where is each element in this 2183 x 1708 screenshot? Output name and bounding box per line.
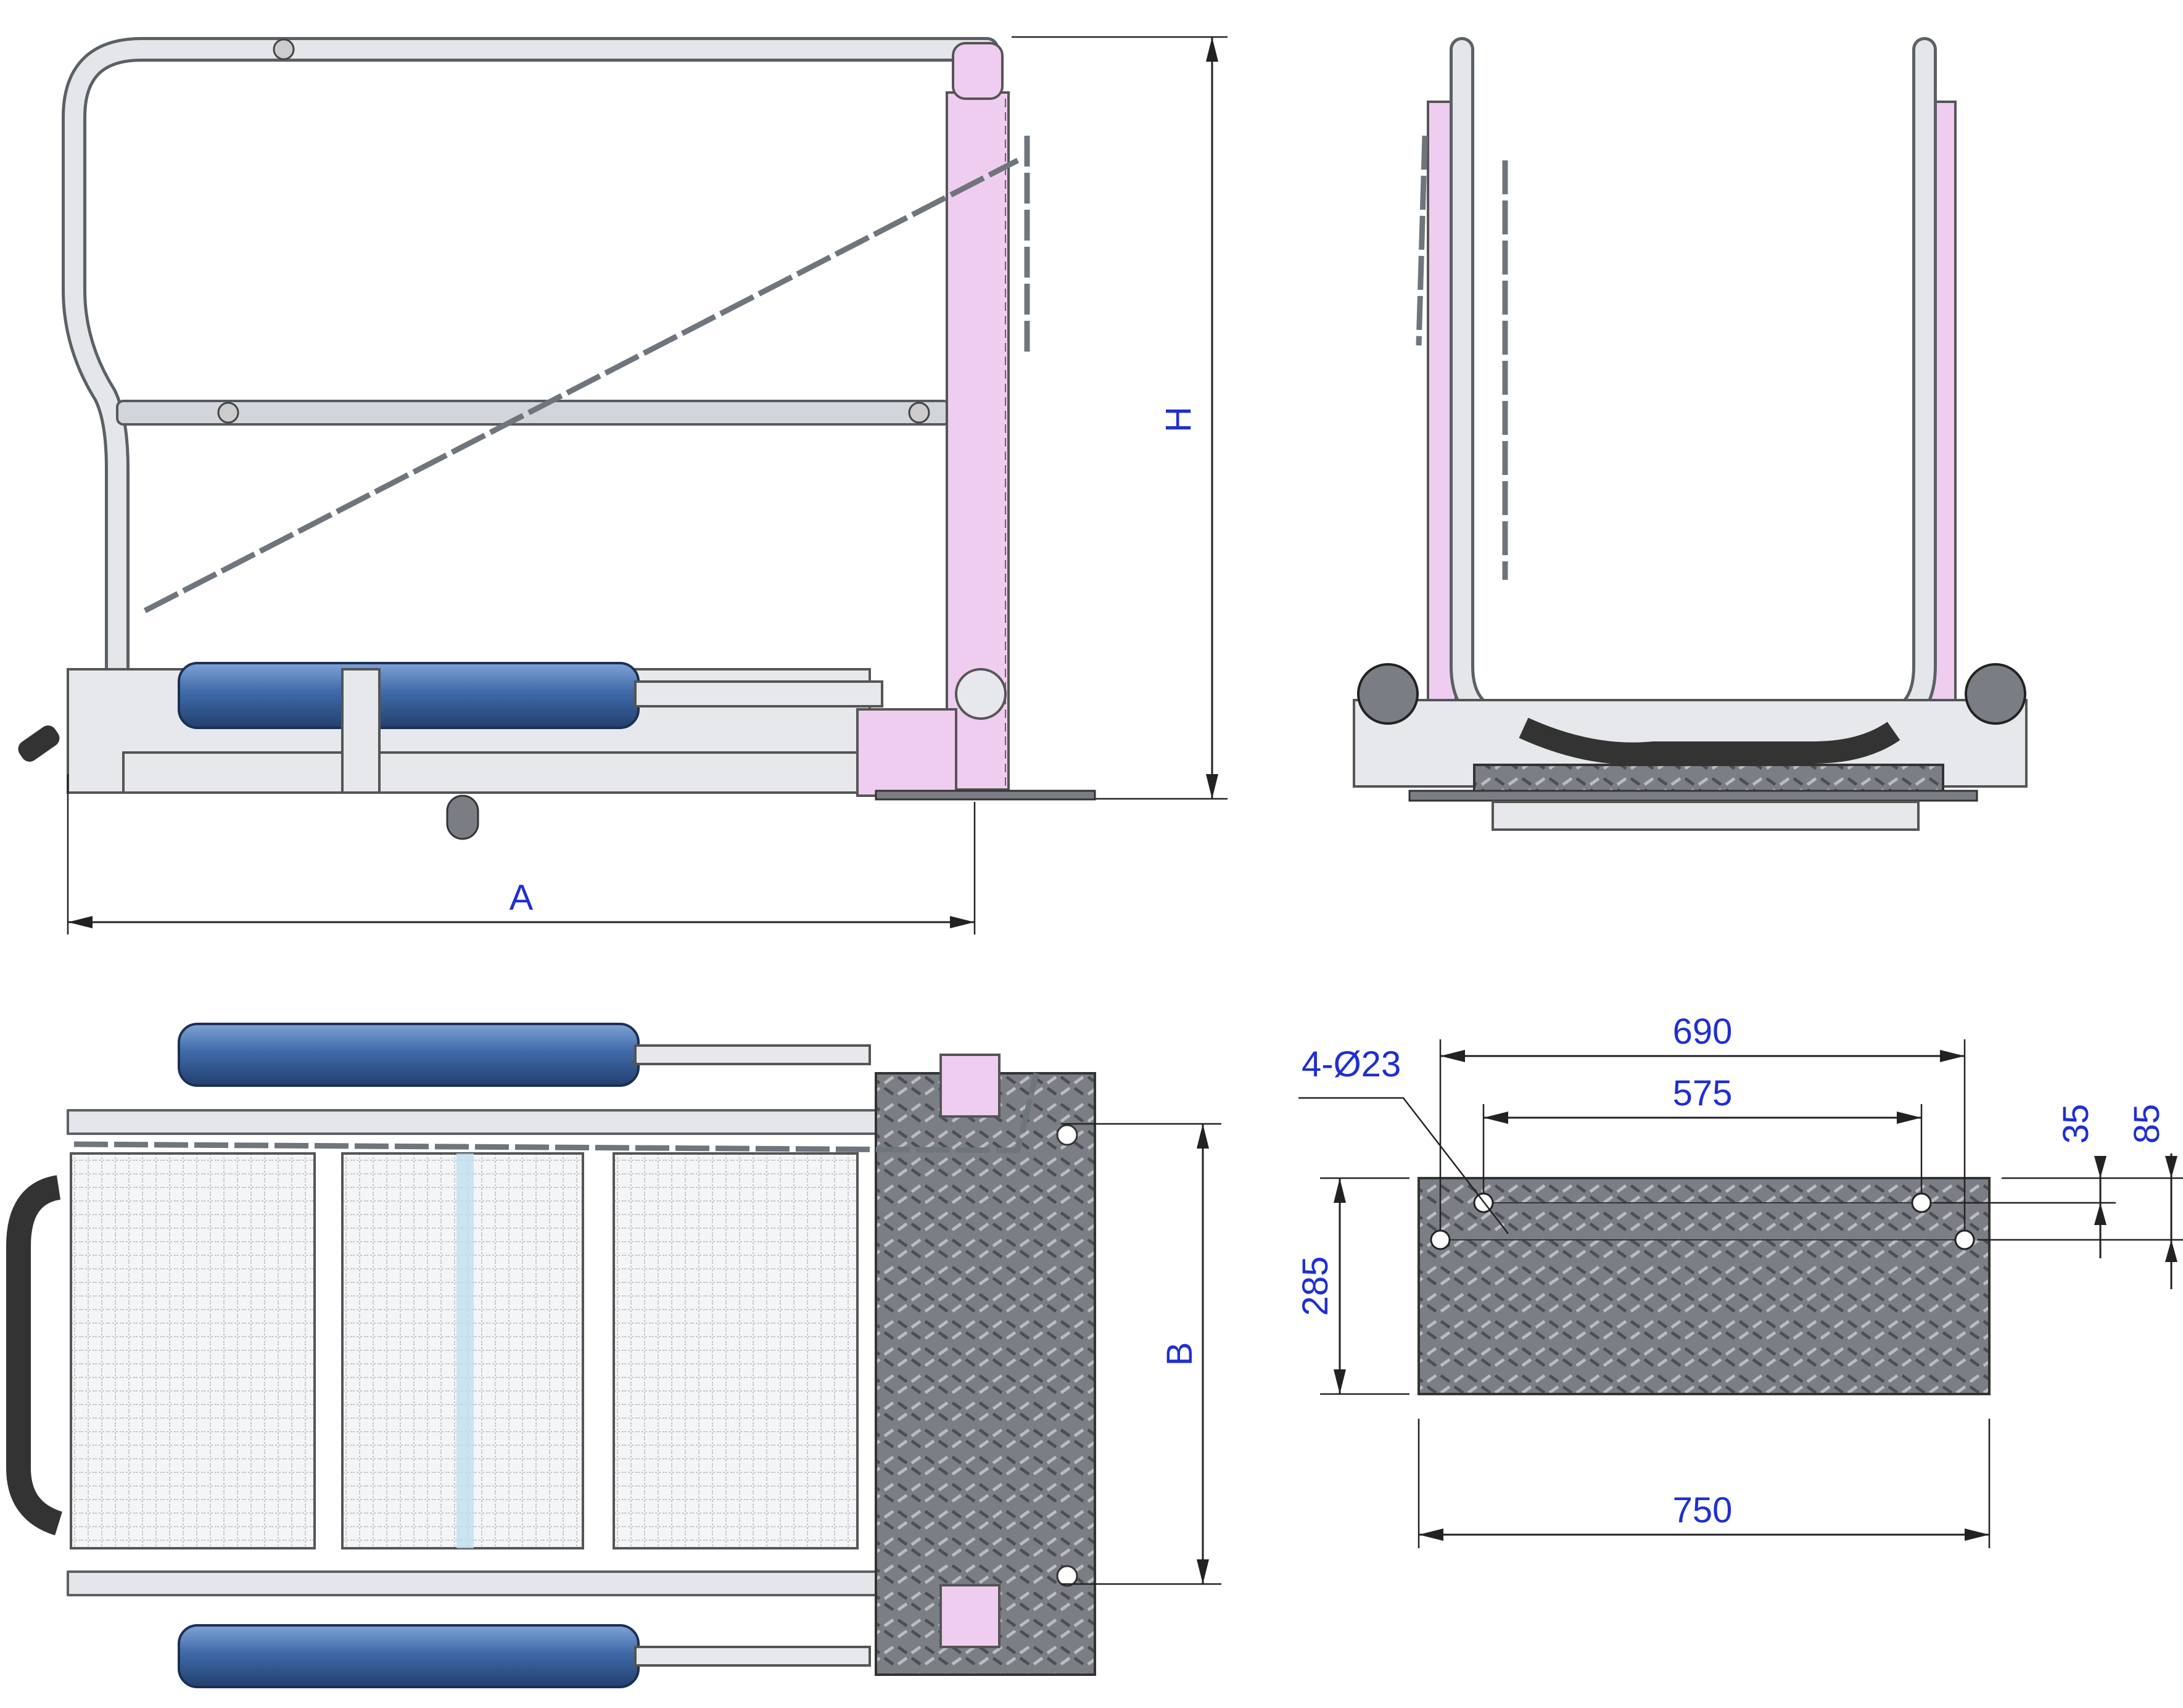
base-hole xyxy=(1954,1229,1975,1250)
dimension-lines xyxy=(67,36,2183,1585)
dimension-label-85: 85 xyxy=(2127,1104,2167,1144)
side-view xyxy=(18,37,1096,840)
dimension-label-690: 690 xyxy=(1673,1012,1733,1052)
dimension-label-35: 35 xyxy=(2056,1104,2096,1144)
dimension-label-h: H xyxy=(1158,406,1199,432)
base-hole xyxy=(1430,1229,1451,1250)
hole-callout: 4-Ø23 xyxy=(1302,1044,1401,1084)
base-hole xyxy=(1911,1192,1932,1213)
front-view xyxy=(1353,37,2028,831)
dimension-label-750: 750 xyxy=(1673,1490,1733,1530)
base-plate-view xyxy=(1418,1177,1991,1395)
dimension-label-b: B xyxy=(1160,1342,1200,1366)
dimension-label-285: 285 xyxy=(1295,1256,1335,1316)
top-view xyxy=(6,1023,1096,1688)
dimension-label-a: A xyxy=(510,878,534,918)
dimension-label-575: 575 xyxy=(1673,1073,1733,1113)
